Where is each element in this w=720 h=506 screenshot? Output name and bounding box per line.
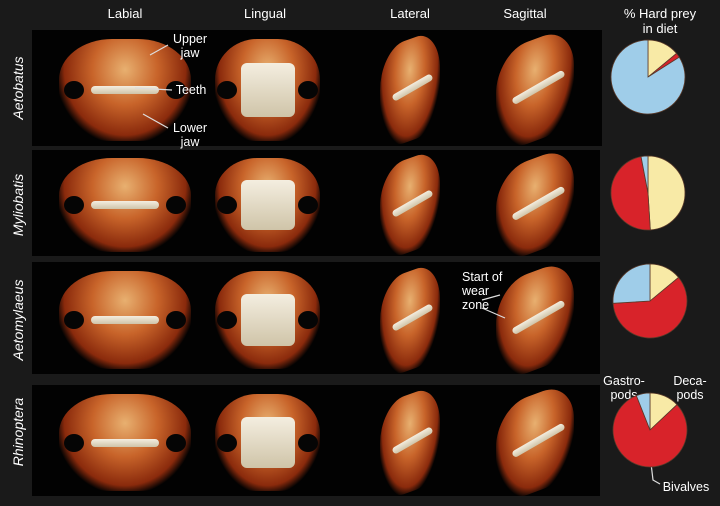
pie-slice-gastropods — [612, 263, 651, 304]
teeth-render — [91, 86, 159, 94]
decapods-line2: pods — [676, 388, 704, 402]
jaw-opening — [64, 196, 84, 214]
pie-slice-bivalves — [612, 276, 688, 339]
teeth-render — [240, 63, 295, 117]
column-header-lingual: Lingual — [244, 6, 286, 21]
bivalves-label: Bivalves — [662, 480, 710, 494]
pie-slice-gastropods — [640, 155, 649, 194]
diet-header-line1: % Hard prey — [623, 6, 697, 21]
gastropods-line1: Gastro- — [603, 374, 645, 388]
jaw-opening — [298, 196, 318, 214]
decapods-label: Deca-pods — [668, 374, 712, 402]
jaw-opening — [217, 196, 237, 214]
pie-slice-gastropods — [635, 392, 651, 431]
teeth-render — [91, 438, 159, 447]
lower-jaw-line1: Lower — [172, 121, 208, 135]
pie-aetobatus — [610, 39, 686, 115]
column-header-lateral: Lateral — [390, 6, 430, 21]
column-header-sagittal: Sagittal — [503, 6, 547, 21]
jaw-opening — [298, 81, 318, 99]
jaw-opening — [166, 196, 186, 214]
jaw-opening — [166, 433, 186, 452]
decapods-line1: Deca- — [673, 374, 707, 388]
teeth-label: Teeth — [175, 83, 207, 97]
wear-zone-line3: zone — [462, 298, 490, 312]
teeth-render — [240, 416, 295, 469]
lower-jaw-line2: jaw — [180, 135, 200, 149]
upper-jaw-line1: Upper — [172, 32, 208, 46]
pie-slice-decapods — [647, 155, 686, 231]
pie-slice-bivalves — [610, 156, 651, 231]
jaw-opening — [217, 81, 237, 99]
pie-aetomylaeus — [612, 263, 688, 339]
jaw-opening — [217, 433, 237, 452]
jaw-opening — [166, 311, 186, 329]
pie-slice-bivalves — [612, 395, 688, 468]
teeth-render — [91, 316, 159, 324]
jaw-opening — [217, 311, 237, 329]
pie-rhinoptera — [612, 392, 688, 468]
teeth-render — [240, 293, 295, 347]
pie-myliobatis — [610, 155, 686, 231]
pie-slice-gastropods — [610, 39, 686, 115]
jaw-opening — [298, 311, 318, 329]
jaw-opening — [298, 433, 318, 452]
wear-zone-line1: Start of — [462, 270, 503, 284]
jaw-opening — [166, 81, 186, 99]
upper-jaw-line2: jaw — [180, 46, 200, 60]
jaw-opening — [64, 81, 84, 99]
column-header-labial: Labial — [107, 6, 143, 21]
jaw-opening — [64, 311, 84, 329]
jaw-opening — [64, 433, 84, 452]
diet-header-line2: in diet — [642, 21, 678, 36]
wear-zone-line2: wear — [462, 284, 490, 298]
teeth-render — [91, 201, 159, 209]
teeth-render — [240, 180, 295, 230]
